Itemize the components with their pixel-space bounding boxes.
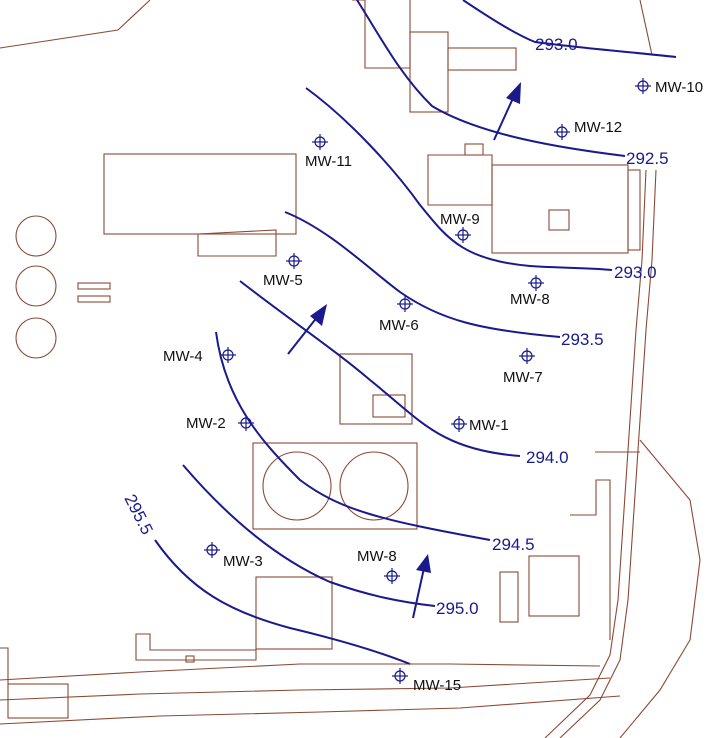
well-label: MW-3 xyxy=(223,553,263,570)
contour-label: 292.5 xyxy=(626,149,669,168)
building-east-west-wing xyxy=(427,154,493,206)
structure-east-edge xyxy=(570,479,611,640)
monitoring-well-marker-icon xyxy=(528,275,544,291)
boundary-south-west xyxy=(0,647,9,684)
well-label: MW-8 xyxy=(510,291,550,308)
well-label: MW-7 xyxy=(503,369,543,386)
tank-west-3 xyxy=(15,317,57,359)
well-label: MW-10 xyxy=(655,79,703,96)
building-east-main xyxy=(491,164,629,254)
flow-arrows xyxy=(287,82,521,619)
building-west-annex xyxy=(197,229,277,257)
monitoring-well-marker-icon xyxy=(554,124,570,140)
road-south-edge-a xyxy=(0,663,601,681)
contour-label: 295.5 xyxy=(120,491,156,538)
monitoring-well-marker-icon xyxy=(204,542,220,558)
well-label: MW-4 xyxy=(163,348,203,365)
contour-label: 293.0 xyxy=(535,35,578,54)
monitoring-well-marker-icon xyxy=(286,253,302,269)
road-south-edge-b xyxy=(0,677,611,701)
well-label: MW-12 xyxy=(574,119,622,136)
well-label: MW-5 xyxy=(263,272,303,289)
contour-line xyxy=(305,87,613,271)
contour-line xyxy=(239,280,521,457)
building-top-north xyxy=(352,0,411,69)
contour-line xyxy=(154,539,411,665)
building-east-inner xyxy=(548,209,570,231)
contour-label: 294.5 xyxy=(492,535,535,554)
contour-label: 293.0 xyxy=(614,263,657,282)
building-south-central xyxy=(255,576,333,650)
small-structure-west-b xyxy=(77,295,111,303)
monitoring-well-marker-icon xyxy=(238,415,254,431)
monitoring-well-marker-icon xyxy=(451,416,467,432)
monitoring-well-marker-icon xyxy=(312,134,328,150)
structure-south-east-small xyxy=(499,571,519,623)
well-label: MW-8 xyxy=(357,548,397,565)
well-label: MW-6 xyxy=(379,317,419,334)
building-east-roof-unit xyxy=(464,143,484,156)
building-east-side-strip xyxy=(627,169,641,251)
building-large-west xyxy=(103,153,297,235)
well-label: MW-1 xyxy=(469,417,509,434)
road-east-edge-inner xyxy=(544,169,647,738)
well-label: MW-11 xyxy=(305,153,352,170)
tank-west-1 xyxy=(15,215,57,257)
small-structure-west-a xyxy=(77,282,111,290)
well-label: MW-15 xyxy=(413,677,461,694)
monitoring-well-marker-icon xyxy=(392,668,408,684)
road-east-edge-outer xyxy=(559,169,657,738)
building-central xyxy=(339,353,413,425)
monitoring-well-marker-icon xyxy=(455,227,471,243)
building-south-east xyxy=(528,555,580,617)
property-boundary-top-left xyxy=(0,0,151,49)
loading-area-south xyxy=(135,633,257,661)
monitoring-well-marker-icon xyxy=(384,568,400,584)
contour-line xyxy=(182,464,436,607)
well-label: MW-9 xyxy=(440,211,480,228)
monitoring-well-marker-icon xyxy=(635,78,651,94)
contour-line xyxy=(215,331,491,541)
monitoring-wells: MW-10 MW-12 MW-11 MW-9 MW-5 MW-8 MW-6 MW… xyxy=(163,78,703,694)
small-structure-south xyxy=(185,655,195,663)
road-south-edge-c xyxy=(0,695,621,725)
groundwater-contours: 293.0 292.5 293.0 293.5 294.0 294.5 295.… xyxy=(120,0,677,665)
contour-label: 295.0 xyxy=(436,599,479,618)
tank-central-1 xyxy=(262,451,332,521)
site-features xyxy=(0,0,701,738)
flow-direction-arrow-icon xyxy=(493,82,521,141)
well-label: MW-2 xyxy=(186,415,226,432)
property-boundary-east xyxy=(619,439,701,738)
flow-direction-arrow-icon xyxy=(412,554,431,619)
contour-line xyxy=(356,0,626,157)
tank-central-2 xyxy=(339,451,409,521)
building-top-annex xyxy=(409,31,449,113)
contour-line xyxy=(462,0,677,58)
structure-southwest xyxy=(7,683,69,719)
flow-direction-arrow-icon xyxy=(287,304,327,355)
property-boundary-top-right xyxy=(639,0,653,56)
contour-label: 294.0 xyxy=(526,448,569,467)
monitoring-well-marker-icon xyxy=(397,296,413,312)
contour-line xyxy=(284,211,561,338)
monitoring-well-marker-icon xyxy=(220,347,236,363)
building-top-wing xyxy=(447,47,517,71)
tank-west-2 xyxy=(15,265,57,307)
tank-enclosure xyxy=(252,442,418,530)
monitoring-well-marker-icon xyxy=(519,348,535,364)
contour-label: 293.5 xyxy=(561,330,604,349)
